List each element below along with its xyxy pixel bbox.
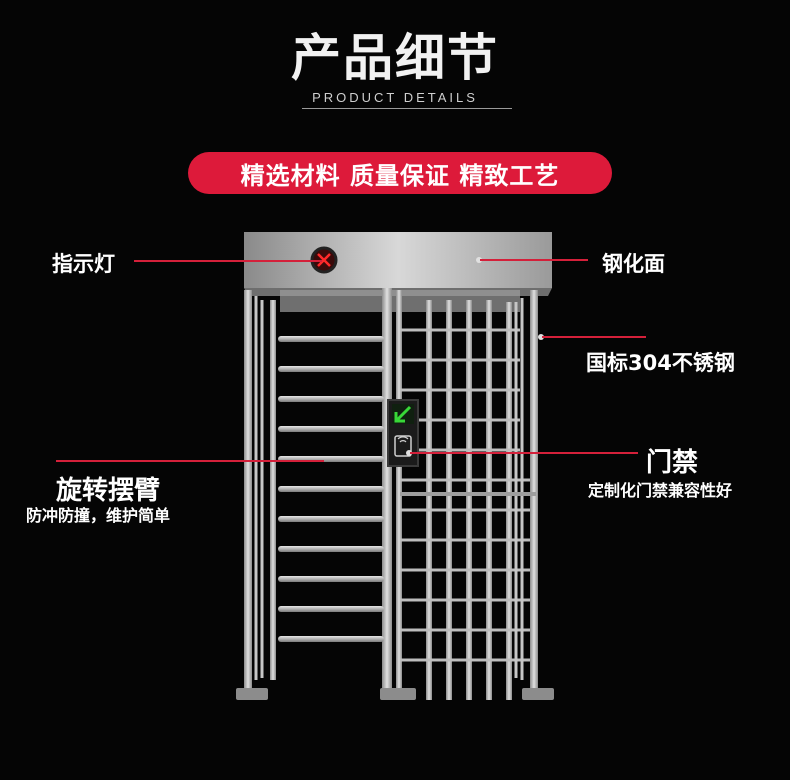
callout-access-sublabel: 定制化门禁兼容性好 (588, 481, 733, 500)
callout-arm-line (56, 460, 324, 462)
feature-banner: 精选材料 质量保证 精致工艺 (188, 152, 612, 194)
callout-top-dot (476, 257, 482, 263)
callout-top-line (480, 259, 588, 261)
green-arrow-icon (394, 405, 412, 423)
canopy-top (244, 232, 552, 288)
subtitle-divider (302, 108, 512, 109)
rfid-card-icon (394, 435, 412, 457)
callout-top-label: 钢化面 (602, 252, 665, 276)
callout-arm-sublabel: 防冲防撞，维护简单 (26, 506, 171, 525)
callout-access-label: 门禁 (646, 448, 699, 478)
page-title: 产品细节 (291, 29, 499, 87)
turnstile-illustration (236, 232, 554, 700)
callout-access-dot (406, 450, 412, 456)
page-subtitle: PRODUCT DETAILS (312, 90, 478, 105)
callout-steel-label: 国标304不锈钢 (586, 351, 735, 375)
callout-steel-dot (538, 334, 544, 340)
callout-indicator-label: 指示灯 (52, 252, 115, 276)
callout-access-line (410, 452, 638, 454)
callout-steel-line (542, 336, 646, 338)
callout-indicator-line (134, 260, 322, 262)
callout-arm-label: 旋转摆臂 (56, 476, 161, 506)
